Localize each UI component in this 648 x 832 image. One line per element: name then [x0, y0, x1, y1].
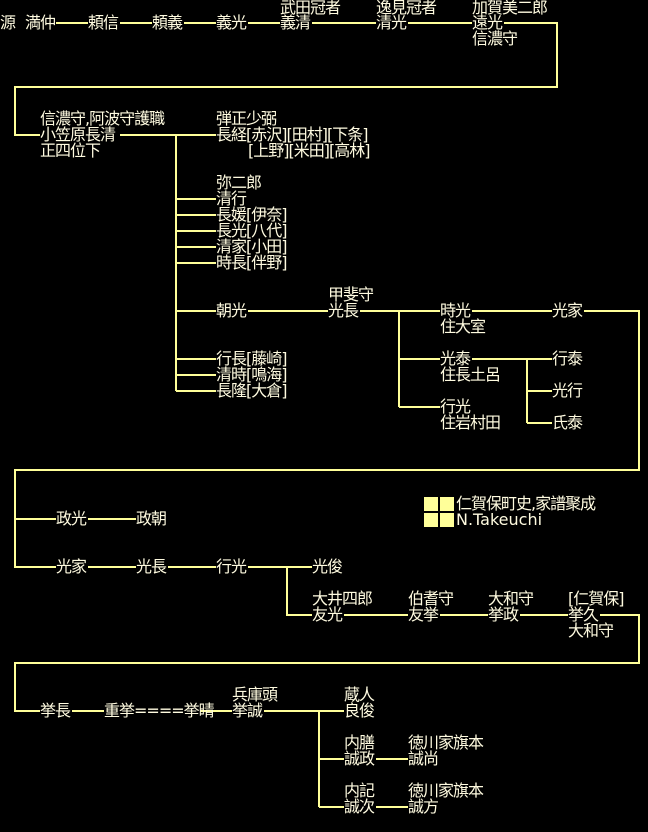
- person-residence: 住大室: [440, 317, 486, 336]
- person-title: 武田冠者: [280, 0, 341, 17]
- legend-square-icon: [440, 513, 454, 527]
- person-title: 伯耆守: [408, 589, 454, 608]
- person-name: 清行: [216, 189, 247, 208]
- person-name: 光行: [552, 381, 583, 400]
- line-wrap-1: [14, 22, 558, 136]
- person-name: 満仲: [25, 13, 56, 32]
- person-name: 時長[伴野]: [216, 253, 287, 272]
- person-title: 弾正少弼: [216, 109, 277, 128]
- person-name: 挙久: [568, 605, 599, 624]
- person-rank: 正四位下: [40, 141, 101, 160]
- person-name: 行長[藤崎]: [216, 349, 287, 368]
- person-name: 重挙====挙晴: [104, 701, 215, 720]
- person-name: 義清: [280, 13, 311, 32]
- person-name: 遠光: [472, 13, 503, 32]
- person-title: 徳川家旗本: [408, 733, 484, 752]
- line-wrap-3: [14, 614, 640, 712]
- person-name: 政光: [56, 509, 87, 528]
- person-title: [仁賀保]: [568, 589, 624, 608]
- person-name: 時光: [440, 301, 471, 320]
- person-name: 長光[八代]: [216, 221, 287, 240]
- legend-author: N.Takeuchi: [456, 510, 543, 529]
- person-office: 信濃守: [472, 29, 518, 48]
- person-name: 誠尚: [408, 749, 439, 768]
- person-title: 兵庫頭: [232, 685, 278, 704]
- line-yukimitsu-trunk: [286, 567, 312, 616]
- legend-square-icon: [424, 497, 438, 511]
- person-title: 蔵人: [344, 685, 375, 704]
- person-title: 内膳: [344, 733, 375, 752]
- person-title: 大井四郎: [312, 589, 373, 608]
- person-name: 行泰: [552, 349, 583, 368]
- person-title: 弥二郎: [216, 173, 262, 192]
- person-name: 長経[赤沢][田村][下条]: [216, 125, 368, 144]
- person-name: 行光: [440, 397, 471, 416]
- person-name: 光家: [552, 301, 583, 320]
- person-name: 頼信: [88, 13, 119, 32]
- person-name: 政朝: [136, 509, 167, 528]
- line-wrap-2: [14, 310, 640, 568]
- person-name: 清家[小田]: [216, 237, 287, 256]
- person-name: 誠方: [408, 797, 439, 816]
- person-name: 光泰: [440, 349, 471, 368]
- person-name: 光長: [328, 301, 359, 320]
- person-title: 大和守: [488, 589, 534, 608]
- person-name: 清時[鳴海]: [216, 365, 287, 384]
- person-residence: 住岩村田: [440, 413, 501, 432]
- person-name: 友光: [312, 605, 343, 624]
- person-name: 光俊: [312, 557, 343, 576]
- person-name: 頼義: [152, 13, 183, 32]
- person-title: 加賀美二郎: [472, 0, 548, 17]
- legend-square-icon: [424, 513, 438, 527]
- person-name: 光長: [136, 557, 167, 576]
- person-title: 逸見冠者: [376, 0, 437, 17]
- person-residence: 住長土呂: [440, 365, 501, 384]
- person-office: 大和守: [568, 621, 614, 640]
- person-name: 行光: [216, 557, 247, 576]
- person-name: 清光: [376, 13, 407, 32]
- clan-name: 源: [0, 13, 16, 32]
- person-name: 氏泰: [552, 413, 583, 432]
- person-title: 甲斐守: [328, 285, 374, 304]
- person-name: 朝光: [216, 301, 247, 320]
- branch-families: [上野][米田][高林]: [248, 141, 370, 160]
- person-name: 誠政: [344, 749, 375, 768]
- person-name: 友挙: [408, 605, 439, 624]
- person-name: 挙誠: [232, 701, 263, 720]
- person-name: 光家: [56, 557, 87, 576]
- person-title: 信濃守,阿波守護職: [40, 109, 165, 128]
- person-title: 内記: [344, 781, 375, 800]
- person-name: 挙長: [40, 701, 71, 720]
- legend-square-icon: [440, 497, 454, 511]
- person-title: 徳川家旗本: [408, 781, 484, 800]
- person-name: 挙政: [488, 605, 519, 624]
- person-name: 長隆[大倉]: [216, 381, 287, 400]
- person-name: 義光: [216, 13, 247, 32]
- person-name: 長媛[伊奈]: [216, 205, 287, 224]
- legend-source: 仁賀保町史,家譜聚成: [456, 494, 596, 513]
- person-name: 小笠原長清: [40, 125, 116, 144]
- person-name: 良俊: [344, 701, 375, 720]
- person-name: 誠次: [344, 797, 375, 816]
